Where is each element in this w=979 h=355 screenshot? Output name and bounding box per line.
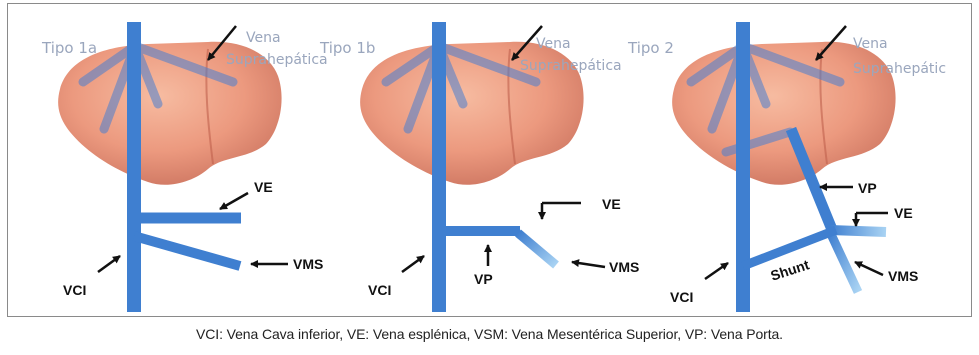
inferior-vena-cava [432, 22, 446, 312]
vci-label: VCI [63, 282, 86, 298]
panel-tipo-2: Tipo 2 Vena Suprahepátic VP VE VMS VCI S… [627, 22, 946, 312]
ve-arrow [220, 193, 248, 209]
superior-mesenteric-vein [134, 236, 240, 266]
hepatic-vein-label-line1: Vena [246, 30, 281, 46]
vms-arrow [855, 262, 883, 275]
shunt-label: Shunt [769, 256, 812, 284]
vci-arrow [705, 263, 728, 279]
vp-label: VP [474, 271, 493, 287]
vci-label: VCI [670, 289, 693, 305]
type-label: Tipo 1b [319, 39, 375, 57]
hepatic-vein-label-line2: Suprahepátic [853, 61, 946, 77]
vms-label: VMS [888, 268, 918, 284]
shunt-vessel [743, 230, 836, 266]
type-label: Tipo 2 [627, 39, 674, 57]
superior-mesenteric-vein [830, 232, 858, 292]
hepatic-vein-label-line1: Vena [536, 36, 571, 52]
figure-frame: Tipo 1a Vena Suprahepática VE VMS VCI Ti… [7, 3, 972, 317]
splenic-vein [830, 230, 886, 232]
inferior-vena-cava [127, 22, 141, 312]
panel-tipo-1b: Tipo 1b Vena Suprahepática VE VP VMS VCI [319, 22, 639, 312]
vci-label: VCI [368, 282, 391, 298]
hepatic-vein-label-line2: Suprahepática [520, 58, 622, 74]
ve-label: VE [894, 205, 913, 221]
ve-label: VE [254, 179, 273, 195]
vms-label: VMS [609, 259, 639, 275]
hepatic-vein-label-line1: Vena [853, 36, 888, 52]
ve-label: VE [602, 196, 621, 212]
diagram-canvas: Tipo 1a Vena Suprahepática VE VMS VCI Ti… [8, 4, 971, 316]
vms-arrow [572, 262, 605, 267]
vp-label: VP [858, 180, 877, 196]
hepatic-vein-label-line2: Suprahepática [226, 52, 328, 68]
figure-caption: VCI: Vena Cava inferior, VE: Vena esplén… [0, 326, 979, 342]
panel-tipo-1a: Tipo 1a Vena Suprahepática VE VMS VCI [41, 22, 328, 312]
vms-label: VMS [293, 256, 323, 272]
vci-arrow [402, 256, 424, 272]
vci-arrow [98, 256, 120, 272]
superior-mesenteric-vein [518, 233, 556, 265]
type-label: Tipo 1a [41, 39, 97, 57]
